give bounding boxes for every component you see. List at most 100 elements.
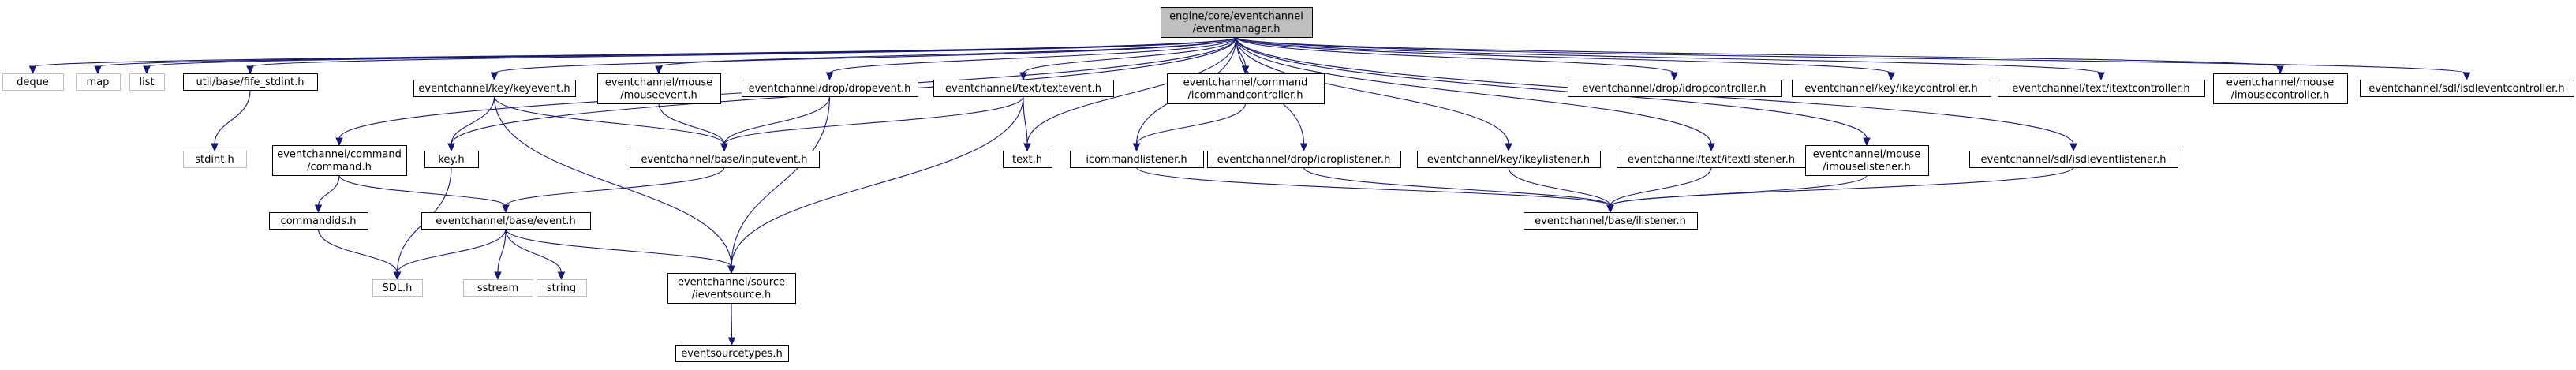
node-label-deque-0: deque — [17, 77, 49, 88]
node-box-mouseevent — [597, 73, 721, 104]
node-box-command — [272, 145, 407, 176]
node-label-imouselistener-1: /imouselistener.h — [1823, 162, 1910, 174]
edge-itextlistener-to-ilistener — [1610, 166, 1712, 207]
node-box-isdleventlistener — [1969, 151, 2178, 168]
node-box-imousecontroller — [2213, 73, 2348, 104]
node-ilistener[interactable]: eventchannel/base/ilistener.h — [1524, 212, 1698, 230]
node-ikeycontroller[interactable]: eventchannel/key/ikeycontroller.h — [1792, 80, 1991, 97]
node-box-sdl — [372, 279, 423, 297]
arrowhead-event-to-string — [557, 271, 566, 281]
node-box-ikeylistener — [1417, 151, 1601, 168]
node-label-ieventsource-1: /ieventsource.h — [692, 290, 772, 301]
node-label-itextlistener-0: eventchannel/text/itextlistener.h — [1628, 154, 1795, 166]
arrowhead-event-to-sstream — [494, 271, 502, 281]
arrowhead-root-to-mouseevent — [655, 65, 663, 75]
arrowhead-root-to-keyevent — [490, 72, 499, 81]
node-list: list — [129, 73, 165, 91]
edge-root-to-dropevent — [828, 36, 1237, 74]
node-icommandcontroller[interactable]: eventchannel/command/icommandcontroller.… — [1167, 73, 1325, 104]
node-label-imousecontroller-0: eventchannel/mouse — [2226, 77, 2334, 89]
arrowhead-event-to-sdl — [393, 271, 402, 281]
node-label-mouseevent-0: eventchannel/mouse — [605, 77, 712, 89]
arrowhead-root-to-textevent — [1019, 72, 1027, 81]
node-label-icommandcontroller-0: eventchannel/command — [1183, 77, 1308, 89]
node-label-sdl-0: SDL.h — [383, 282, 413, 294]
node-eventsourcetypes[interactable]: eventsourcetypes.h — [675, 345, 789, 362]
node-box-eventsourcetypes — [675, 345, 789, 362]
node-box-ilistener — [1524, 212, 1698, 230]
node-idroplistener[interactable]: eventchannel/drop/idroplistener.h — [1207, 151, 1401, 168]
node-label-inputevent-0: eventchannel/base/inputevent.h — [641, 154, 807, 166]
arrowhead-isdleventlistener-to-ilistener — [1606, 204, 1614, 214]
arrowhead-root-to-imouselistener — [1863, 137, 1871, 147]
node-imousecontroller[interactable]: eventchannel/mouse/imousecontroller.h — [2213, 73, 2348, 104]
node-isdleventlistener[interactable]: eventchannel/sdl/isdleventlistener.h — [1969, 151, 2178, 168]
node-label-stdint-0: stdint.h — [195, 154, 234, 166]
node-idropcontroller[interactable]: eventchannel/drop/idropcontroller.h — [1568, 80, 1782, 97]
arrowhead-root-to-itextlistener — [1707, 143, 1715, 152]
edge-root-to-ikeycontroller — [1236, 36, 1892, 74]
node-itextlistener[interactable]: eventchannel/text/itextlistener.h — [1617, 151, 1807, 168]
node-dropevent[interactable]: eventchannel/drop/dropevent.h — [742, 80, 918, 97]
node-label-dropevent-0: eventchannel/drop/dropevent.h — [749, 83, 911, 95]
node-label-eventsourcetypes-0: eventsourcetypes.h — [681, 348, 782, 360]
node-textevent[interactable]: eventchannel/text/textevent.h — [933, 80, 1114, 97]
node-root[interactable]: engine/core/eventchannel/eventmanager.h — [1161, 7, 1313, 38]
node-label-root-1: /eventmanager.h — [1192, 24, 1280, 36]
node-ikeylistener[interactable]: eventchannel/key/ikeylistener.h — [1417, 151, 1601, 168]
node-text[interactable]: text.h — [1003, 151, 1052, 168]
edge-mouseevent-to-inputevent — [658, 103, 725, 145]
edge-textevent-to-inputevent — [723, 95, 1024, 145]
node-inputevent[interactable]: eventchannel/base/inputevent.h — [630, 151, 820, 168]
nodes-layer: engine/core/eventchannel/eventmanager.h d… — [2, 7, 2574, 362]
node-command[interactable]: eventchannel/command/command.h — [272, 145, 407, 176]
node-box-text — [1003, 151, 1052, 168]
node-label-map-0: map — [87, 77, 110, 88]
node-imouselistener[interactable]: eventchannel/mouse/imouselistener.h — [1805, 145, 1929, 176]
node-label-command-0: eventchannel/command — [277, 149, 402, 161]
node-ieventsource[interactable]: eventchannel/source/ieventsource.h — [667, 273, 796, 304]
node-label-isdleventlistener-0: eventchannel/sdl/isdleventlistener.h — [1981, 154, 2167, 166]
node-label-commandids-0: commandids.h — [281, 215, 357, 227]
node-key[interactable]: key.h — [424, 151, 479, 168]
edge-idroplistener-to-ilistener — [1303, 166, 1611, 207]
arrowhead-root-to-icommandcontroller — [1241, 65, 1250, 75]
edge-root-to-itextlistener — [1236, 36, 1712, 145]
node-box-stdint — [183, 151, 247, 168]
arrowhead-root-to-map — [94, 65, 102, 75]
edge-root-to-ikeylistener — [1236, 36, 1509, 145]
node-box-sstream — [463, 279, 533, 297]
edge-keyevent-to-ieventsource — [493, 95, 732, 267]
node-itextcontroller[interactable]: eventchannel/text/itextcontroller.h — [1998, 80, 2205, 97]
node-label-mouseevent-1: /mouseevent.h — [620, 90, 697, 102]
node-sdl: SDL.h — [372, 279, 423, 297]
arrowhead-inputevent-to-event — [502, 204, 510, 214]
node-box-idroplistener — [1207, 151, 1401, 168]
node-deque: deque — [2, 73, 64, 91]
node-label-command-1: /command.h — [307, 162, 372, 174]
arrowhead-keyevent-to-key — [447, 143, 455, 152]
node-event[interactable]: eventchannel/base/event.h — [421, 212, 591, 230]
node-isdleventcontroller[interactable]: eventchannel/sdl/isdleventcontroller.h — [2360, 80, 2574, 97]
edge-command-to-commandids — [317, 174, 340, 207]
node-box-map — [76, 73, 121, 91]
node-box-ieventsource — [667, 273, 796, 304]
node-box-root — [1161, 7, 1313, 38]
edge-inputevent-to-event — [505, 166, 725, 207]
node-mouseevent[interactable]: eventchannel/mouse/mouseevent.h — [597, 73, 721, 104]
node-label-itextcontroller-0: eventchannel/text/itextcontroller.h — [2012, 83, 2189, 95]
node-box-commandids — [269, 212, 368, 230]
edge-event-to-ieventsource — [505, 228, 732, 267]
node-keyevent[interactable]: eventchannel/key/keyevent.h — [413, 80, 576, 97]
node-icommandlistener[interactable]: icommandlistener.h — [1070, 151, 1204, 168]
arrowhead-root-to-isdleventlistener — [2069, 143, 2077, 152]
node-commandids[interactable]: commandids.h — [269, 212, 368, 230]
arrowhead-textevent-to-inputevent — [720, 143, 728, 152]
edge-icommandlistener-to-ilistener — [1135, 166, 1611, 207]
arrowhead-fife_stdint-to-stdint — [211, 143, 219, 152]
node-box-idropcontroller — [1568, 80, 1782, 97]
node-fife_stdint[interactable]: util/base/fife_stdint.h — [183, 73, 318, 91]
node-label-isdleventcontroller-0: eventchannel/sdl/isdleventcontroller.h — [2368, 83, 2564, 95]
edge-root-to-mouseevent — [658, 36, 1237, 68]
